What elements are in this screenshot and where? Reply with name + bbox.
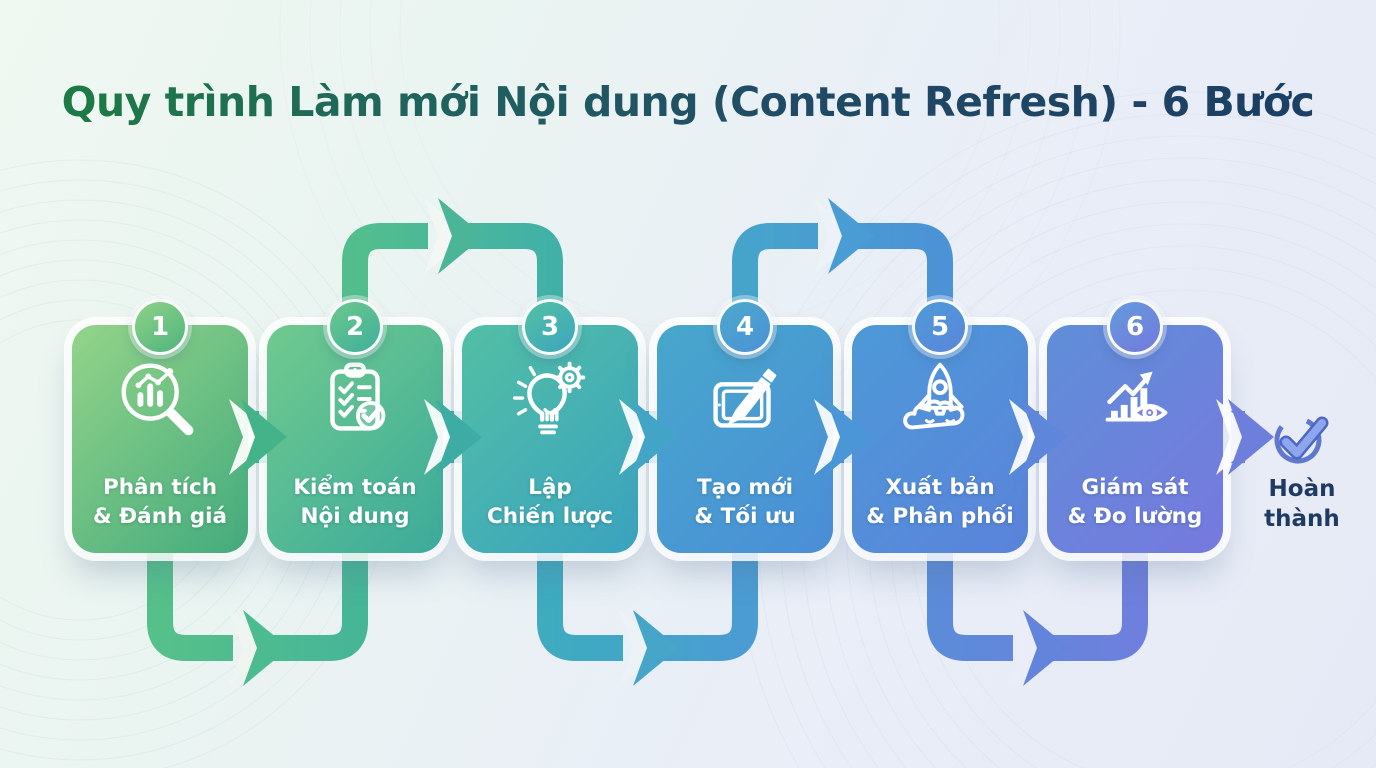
step-label: Phân tích & Đánh giá [72, 473, 248, 531]
magnifier-analytics-icon [111, 351, 209, 449]
loop-arrow-bottom-5-6-head [1023, 610, 1069, 686]
loop-arrow-bottom-3-4-head [633, 610, 679, 686]
step-label: Giám sát & Đo lường [1047, 473, 1223, 531]
step-card-5: 5 Xuất bản & Phân phối [852, 299, 1028, 553]
loop-arrow-bottom-1-2 [147, 546, 368, 661]
step-label: Lập Chiến lược [462, 473, 638, 531]
step-label-line2: & Tối ưu [694, 504, 796, 529]
clipboard-checklist-icon [306, 351, 404, 449]
step-label-line1: Xuất bản [885, 475, 995, 500]
step-card-4: 4 Tạo mới & Tối ưu [657, 299, 833, 553]
loop-arrow-top-2-3 [342, 223, 563, 334]
step-number-badge: 6 [1107, 299, 1163, 355]
step-label: Kiểm toán Nội dung [267, 473, 443, 531]
loop-arrow-bottom-1-2-notch [229, 610, 275, 686]
completion-label: Hoàn thành [1240, 474, 1364, 534]
step-number-badge: 5 [912, 299, 968, 355]
loop-arrow-bottom-3-4 [537, 546, 758, 661]
loop-arrow-top-4-5 [732, 223, 953, 334]
step-card-2: 2 Kiểm toán Nội dung [267, 299, 443, 553]
step-label-line1: Giám sát [1081, 475, 1189, 500]
loop-arrow-bottom-1-2-head [243, 610, 289, 686]
step-card-6: 6 Giám sát & Đo lường [1047, 299, 1223, 553]
rocket-launch-icon [891, 351, 989, 449]
step-label-line2: & Phân phối [866, 504, 1014, 529]
step-label-line2: Chiến lược [486, 504, 614, 529]
step-label: Tạo mới & Tối ưu [657, 473, 833, 531]
loop-arrow-bottom-5-6-notch [1009, 610, 1055, 686]
step-number-badge: 1 [132, 299, 188, 355]
page-title: Quy trình Làm mới Nội dung (Content Refr… [0, 78, 1376, 126]
step-card-1: 1 Phân tích & Đánh giá [72, 299, 248, 553]
loop-arrow-bottom-5-6 [927, 546, 1148, 661]
loop-arrow-bottom-3-4-notch [619, 610, 665, 686]
step-label-line2: & Đánh giá [92, 504, 228, 529]
step-label-line2: Nội dung [300, 504, 410, 529]
step-number-badge: 3 [522, 299, 578, 355]
completion-label-line2: thành [1264, 506, 1340, 532]
step-label-line1: Tạo mới [697, 475, 793, 500]
loop-arrow-top-4-5-notch [814, 198, 860, 274]
step-card-3: 3 Lập Chiến lược [462, 299, 638, 553]
step-label: Xuất bản & Phân phối [852, 473, 1028, 531]
step-label-line1: Kiểm toán [293, 475, 417, 500]
loop-arrow-top-2-3-head [438, 198, 484, 274]
tablet-pen-icon [696, 351, 794, 449]
completion-label-line1: Hoàn [1268, 476, 1336, 502]
check-circle-icon [1270, 404, 1334, 468]
step-label-line2: & Đo lường [1067, 504, 1203, 529]
step-label-line1: Lập [528, 475, 572, 500]
loop-arrow-top-2-3-notch [424, 198, 470, 274]
lightbulb-gear-icon [501, 351, 599, 449]
chart-eye-icon [1086, 351, 1184, 449]
completion-block: Hoàn thành [1240, 404, 1364, 534]
step-number-badge: 4 [717, 299, 773, 355]
step-label-line1: Phân tích [102, 475, 218, 500]
loop-arrow-top-4-5-head [828, 198, 874, 274]
step-number-badge: 2 [327, 299, 383, 355]
